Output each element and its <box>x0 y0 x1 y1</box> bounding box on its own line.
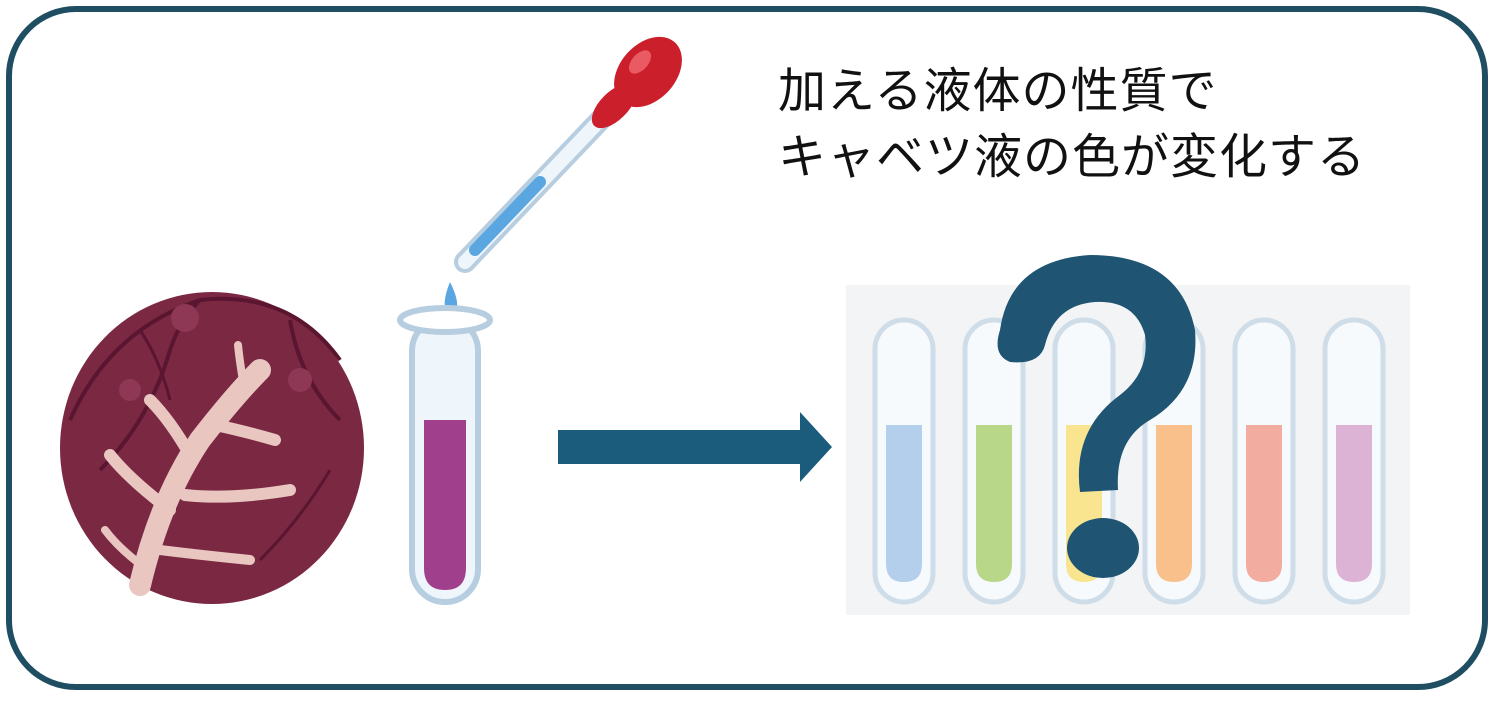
result-tube-liquid <box>976 425 1012 582</box>
result-tube-liquid <box>1156 425 1192 582</box>
red-cabbage-icon <box>60 292 364 604</box>
result-tube-liquid <box>1246 425 1282 582</box>
caption-line-2: キャベツ液の色が変化する <box>778 129 1367 185</box>
question-mark-icon <box>997 255 1196 578</box>
caption: 加える液体の性質で キャベツ液の色が変化する <box>778 58 1478 190</box>
test-tube-icon <box>397 305 493 605</box>
result-tube-liquid <box>886 425 922 582</box>
dropper-icon <box>454 36 682 273</box>
caption-line-1: 加える液体の性質で <box>778 63 1218 119</box>
right-arrow-icon <box>558 412 832 482</box>
result-tube-liquid <box>1336 425 1372 582</box>
